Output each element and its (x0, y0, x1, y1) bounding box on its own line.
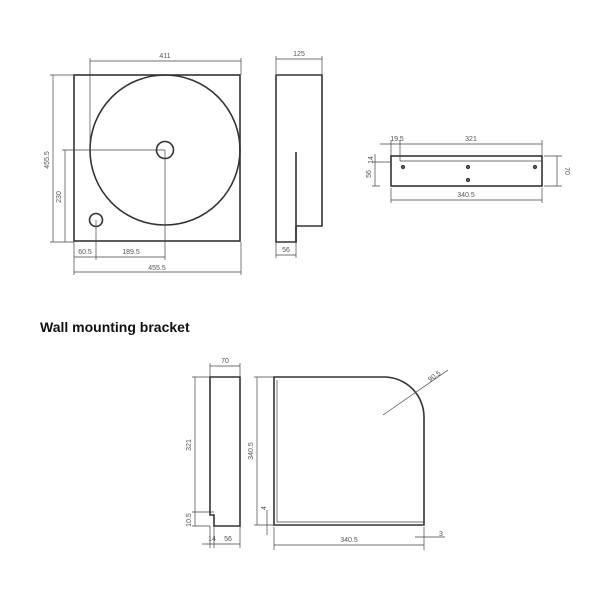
dim-label-length: 340.5 (457, 192, 475, 199)
dim-411 (89, 58, 242, 150)
dim-label-lip: 14 (368, 156, 375, 164)
bracket-front-view: 340.5 4 340.5 3 90.5 (248, 369, 449, 550)
section-title: Wall mounting bracket (40, 319, 190, 335)
dim-label-side-lip: 14 (208, 536, 216, 543)
basin-side-view: 125 56 (275, 51, 323, 258)
dim-label-thickness-h: 3 (439, 531, 443, 538)
dim-label-offset: 19.5 (390, 136, 404, 143)
dim-label-base-depth: 56 (282, 247, 290, 254)
basin-top-view: 411 455.5 230 60.5 189.5 455.5 (44, 53, 242, 275)
dim-455-vertical (50, 74, 74, 243)
mount-hole (465, 164, 471, 170)
dim-label-bowl-width: 411 (159, 53, 170, 60)
dim-bottom (73, 150, 242, 275)
dim-bracket-front (254, 369, 449, 550)
dim-label-height: 455.5 (44, 151, 51, 169)
bracket-top-view: 19.5 321 14 56 70 340.5 (366, 136, 570, 203)
dim-label-span: 321 (465, 136, 477, 143)
dim-label-depth-inner: 56 (366, 170, 373, 178)
basin-outline (73, 74, 241, 242)
dim-230 (62, 149, 165, 242)
dim-label-bracket-depth: 70 (563, 167, 570, 175)
mount-hole (532, 164, 538, 170)
dim-label-side-height: 321 (186, 439, 193, 451)
bracket-inner-edge (276, 380, 424, 523)
dim-label-tap-offset: 60.5 (78, 249, 92, 256)
dim-label-drain-offset: 189.5 (122, 249, 140, 256)
side-outline (275, 74, 323, 243)
dim-label-side-depth: 70 (221, 358, 229, 365)
bracket-side-outline (209, 376, 241, 527)
dim-bracket-side (192, 363, 241, 548)
dim-label-front-height: 340.5 (248, 442, 255, 460)
mount-hole (400, 164, 406, 170)
dim-label-front-width: 340.5 (340, 537, 358, 544)
dim-label-notch: 10.5 (186, 513, 193, 527)
mount-hole (465, 177, 471, 183)
dim-side (275, 56, 323, 258)
bracket-side-view: 70 321 10.5 14 56 (186, 358, 241, 548)
dim-label-side-base: 56 (224, 536, 232, 543)
dim-bracket-top (372, 140, 562, 203)
dim-label-radius: 90.5 (427, 370, 442, 384)
dim-label-width: 455.5 (148, 265, 166, 272)
bracket-outline (390, 155, 543, 187)
dim-label-depth: 125 (293, 51, 305, 58)
dim-label-drain-height: 230 (56, 191, 63, 203)
dim-label-thickness-v: 4 (261, 506, 268, 510)
bracket-front-outline (273, 376, 425, 526)
